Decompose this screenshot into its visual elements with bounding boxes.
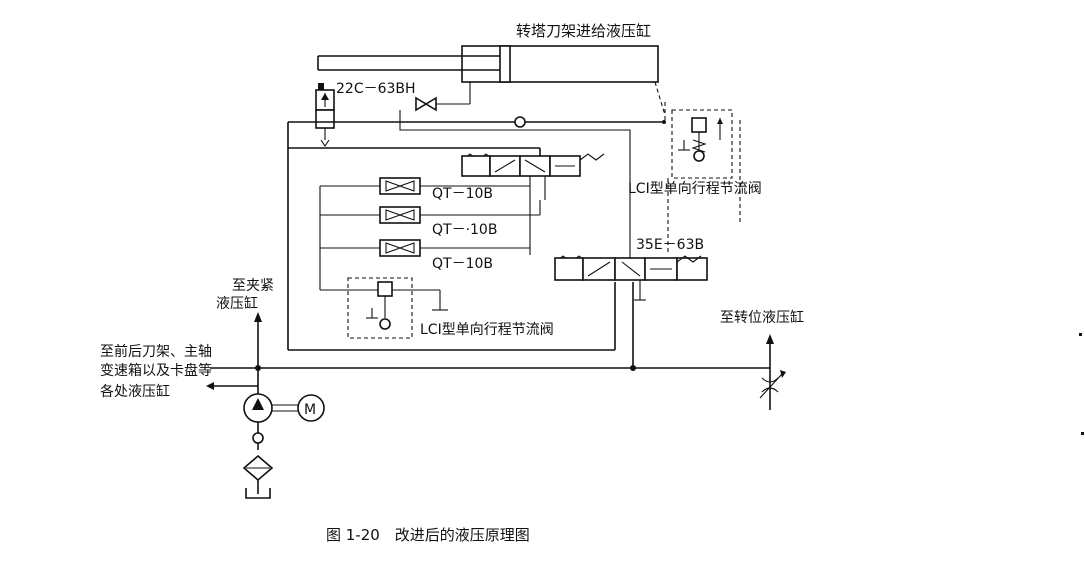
- throttle-label-2: QT－·10B: [432, 222, 497, 238]
- index-cylinder-line: [759, 334, 786, 410]
- valve-22c-label: 22C－63BH: [336, 81, 416, 97]
- lci-valve-lower: [320, 277, 448, 339]
- front-tool-label-line2: 变速箱以及卡盘等: [100, 362, 212, 379]
- solenoid-valve-22c: [315, 83, 335, 147]
- front-tool-label-line1: 至前后刀架、主轴: [100, 343, 212, 360]
- supply-lines: [206, 110, 770, 400]
- throttle-label-3: QT－10B: [432, 256, 493, 272]
- index-cylinder-label: 至转位液压缸: [720, 309, 804, 326]
- throttle-label-1: QT－10B: [432, 186, 493, 202]
- clamp-label-line2: 液压缸: [216, 295, 258, 312]
- motor-label: M: [304, 402, 316, 418]
- pump-assembly: [242, 393, 298, 499]
- throttle-valve-group: [319, 177, 541, 290]
- turret-cylinder-label: 转塔刀架进给液压缸: [516, 22, 651, 40]
- lci-lower-label: LCI型单向行程节流阀: [420, 322, 554, 338]
- front-tool-label-line3: 各处液压缸: [100, 383, 170, 400]
- figure-caption: 图 1-20 改进后的液压原理图: [326, 526, 530, 544]
- valve-35e-label: 35E－63B: [636, 237, 704, 253]
- directional-valve-35e: [554, 255, 708, 301]
- needle-valve-top: [415, 96, 471, 112]
- motor: [297, 394, 325, 422]
- directional-valve-upper: [461, 153, 605, 255]
- lci-valve-upper: [664, 100, 741, 255]
- turret-feed-cylinder: [317, 45, 666, 116]
- lci-upper-label: LCI型单向行程节流阀: [628, 181, 762, 197]
- clamp-label-line1: 至夹紧: [232, 278, 274, 294]
